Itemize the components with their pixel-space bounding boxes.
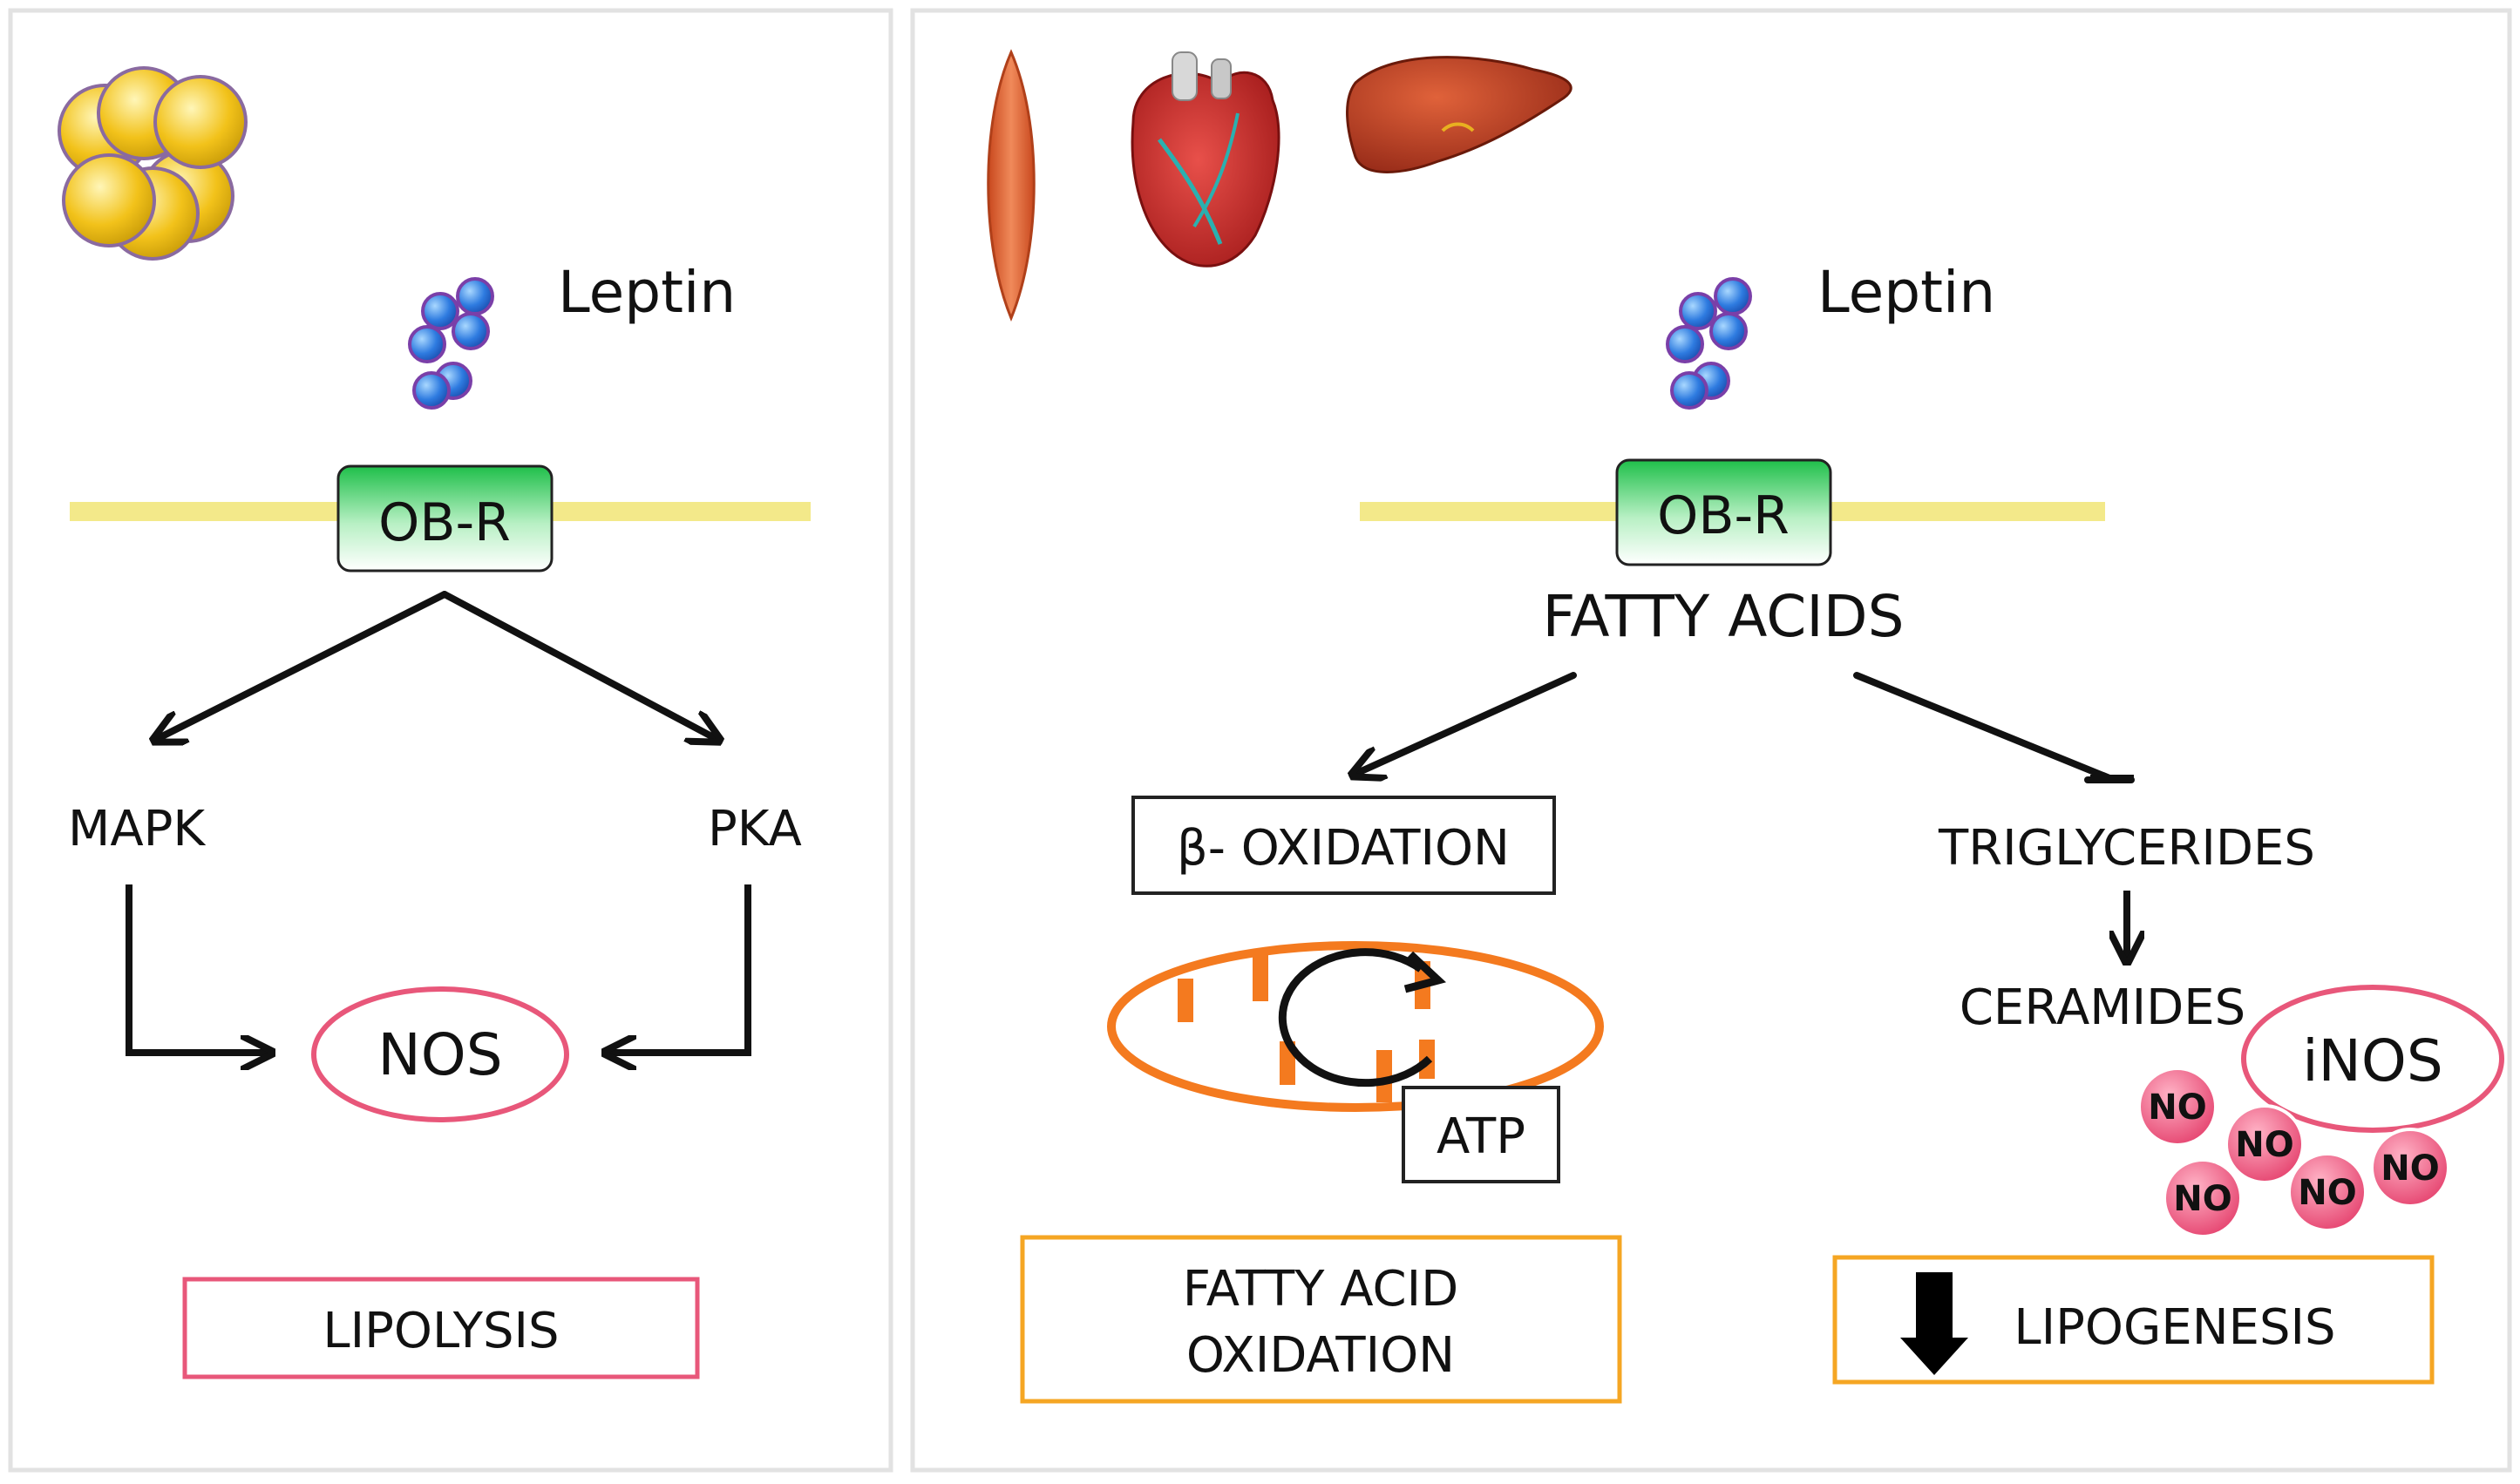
- nos-ellipse: [311, 986, 569, 1122]
- lipolysis-box: [182, 1277, 700, 1379]
- nos-label: NOS: [377, 1021, 502, 1088]
- atp-label: ATP: [1437, 1108, 1525, 1165]
- right-leptin-molecule-icon: [1666, 277, 1752, 410]
- fatty-acid-oxidation-box: [1020, 1235, 1622, 1404]
- leptin-molecule-icon: [408, 277, 494, 410]
- triglycerides-label: TRIGLYCERIDES: [1938, 820, 2315, 877]
- no-molecule: NO: [2370, 1128, 2450, 1208]
- lipogenesis-label: LIPOGENESIS: [2014, 1299, 2335, 1356]
- left-receptor-label: OB-R: [378, 492, 511, 553]
- atp-box: [1402, 1086, 1560, 1183]
- fatty-acid-oxidation-line2: OXIDATION: [1186, 1327, 1455, 1384]
- left-branch-arrows: [157, 591, 717, 739]
- svg-text:NO: NO: [2148, 1088, 2206, 1128]
- svg-text:NO: NO: [2235, 1125, 2293, 1165]
- right-receptor: [1615, 458, 1832, 566]
- ceramides-label: CERAMIDES: [1960, 979, 2245, 1036]
- left-elbow-arrows: [126, 884, 751, 1053]
- inos-ellipse: [2241, 985, 2504, 1133]
- svg-text:NO: NO: [2381, 1149, 2439, 1189]
- liver-icon: [1346, 56, 1572, 173]
- adipocyte-cluster-icon: [58, 66, 248, 261]
- no-molecule: NO: [2137, 1067, 2218, 1147]
- mitochondrion-icon: [1107, 941, 1604, 1112]
- fatty-acids-label: FATTY ACIDS: [1543, 583, 1905, 650]
- fatty-acid-oxidation-line1: FATTY ACID: [1183, 1261, 1459, 1318]
- no-molecule: NO: [2225, 1104, 2305, 1184]
- left-receptor: [336, 464, 554, 573]
- no-molecule: NO: [2287, 1152, 2367, 1232]
- inos-label: iNOS: [2302, 1027, 2443, 1094]
- heart-icon: [1131, 51, 1280, 268]
- down-arrow-icon: [1900, 1272, 1968, 1375]
- svg-text:NO: NO: [2173, 1179, 2231, 1219]
- no-molecule: NO: [2163, 1158, 2243, 1238]
- muscle-icon: [987, 49, 1036, 322]
- right-leptin-label: Leptin: [1817, 259, 1995, 326]
- beta-oxidation-label: β- OXIDATION: [1177, 820, 1510, 877]
- no-molecule-cluster: NO NO NO NO NO: [2137, 1067, 2450, 1238]
- beta-oxidation-box: [1131, 796, 1556, 895]
- mapk-label: MAPK: [68, 801, 206, 857]
- pka-label: PKA: [708, 801, 802, 857]
- svg-text:NO: NO: [2298, 1173, 2356, 1213]
- lipolysis-label: LIPOLYSIS: [323, 1303, 559, 1359]
- right-receptor-label: OB-R: [1657, 485, 1790, 546]
- left-leptin-label: Leptin: [558, 259, 736, 326]
